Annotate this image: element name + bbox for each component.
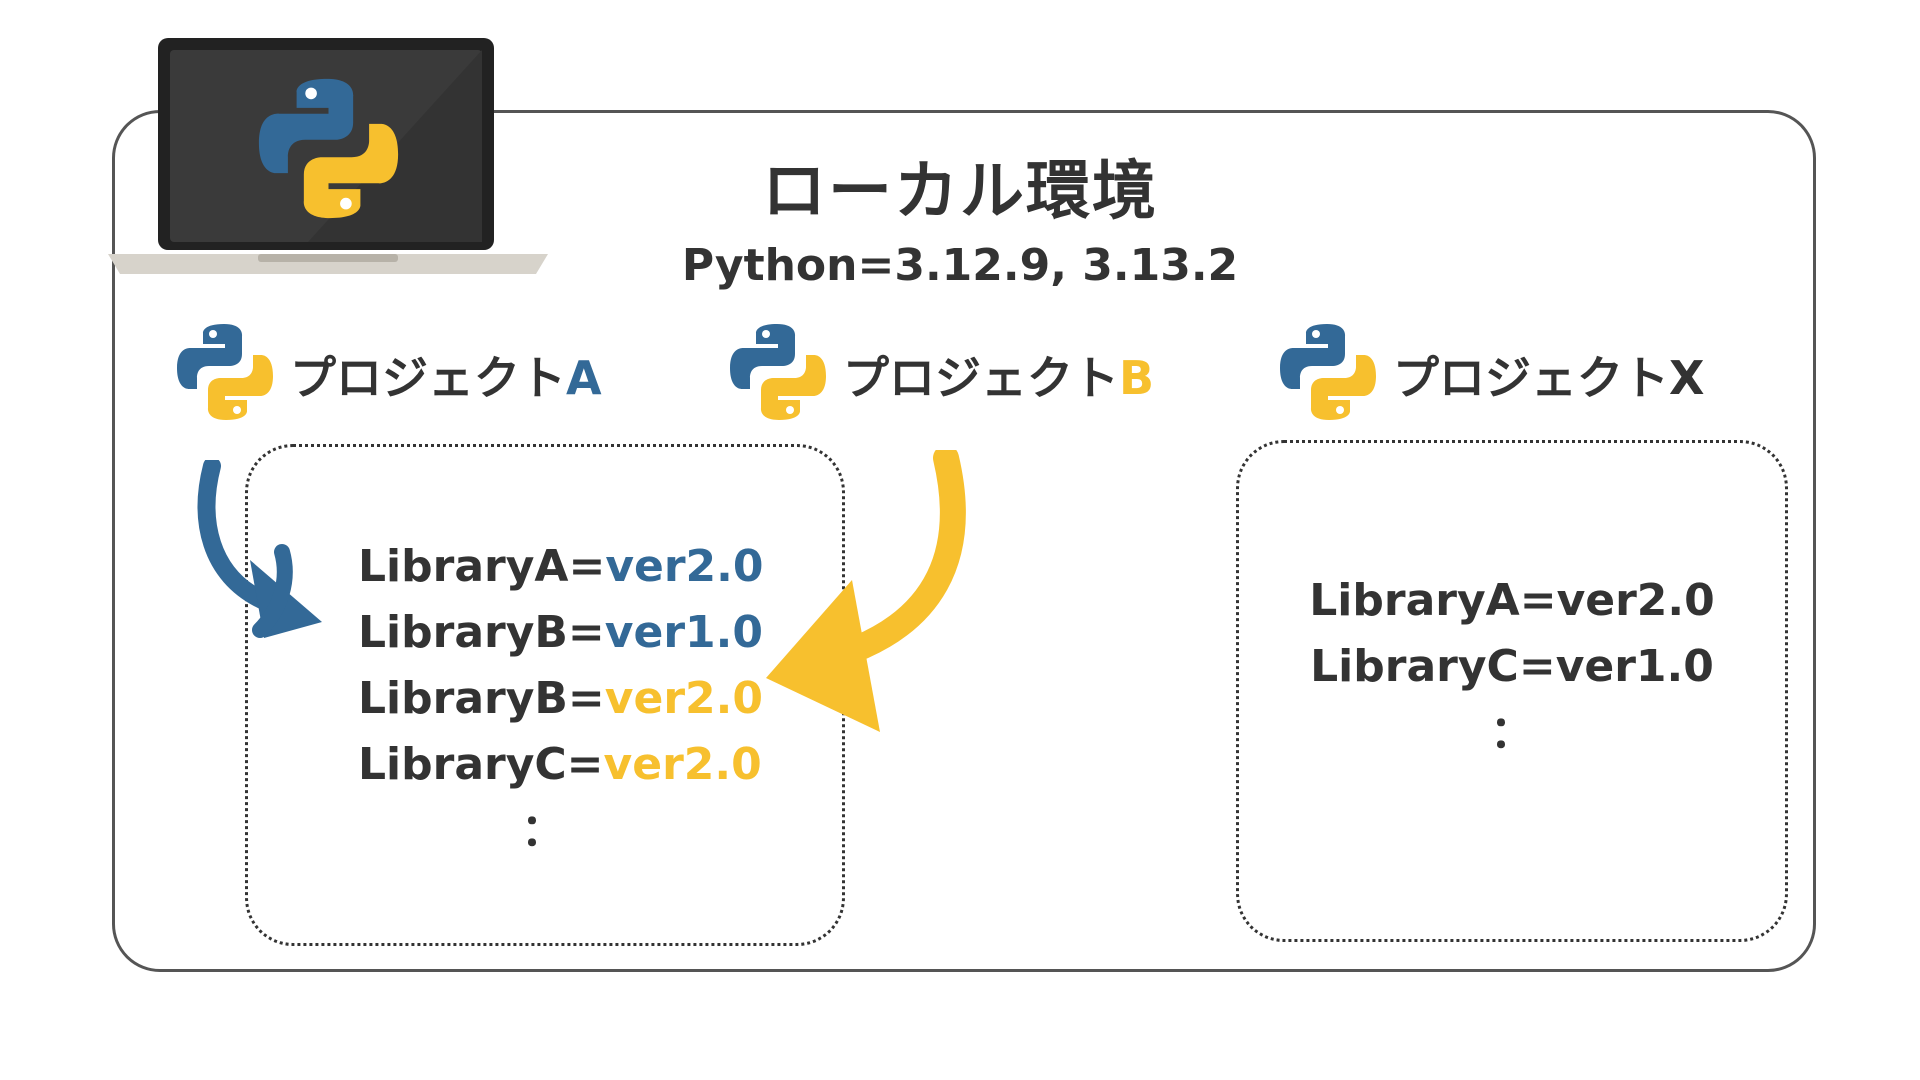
project-b-label: プロジェクトB [843, 351, 1155, 405]
list-item: LibraryA=ver2.0 [358, 541, 764, 592]
list-item: LibraryB=ver2.0 [358, 673, 763, 724]
list-item: LibraryC=ver2.0 [358, 739, 762, 790]
python-logo-icon [1280, 324, 1376, 420]
arrow-yellow-icon [766, 450, 966, 732]
ellipsis: ： [521, 805, 565, 856]
list-item: LibraryC=ver1.0 [1310, 641, 1714, 692]
ellipsis: ： [1490, 707, 1534, 758]
project-x-library-box [1236, 440, 1788, 942]
laptop-icon [108, 38, 548, 274]
shared-library-list: LibraryA=ver2.0 LibraryB=ver1.0 LibraryB… [358, 534, 763, 864]
arrow-blue-icon [197, 460, 322, 638]
python-logo-icon [177, 324, 273, 420]
python-logo-icon [258, 78, 399, 219]
page-title: ローカル環境 [762, 155, 1158, 229]
list-item: LibraryA=ver2.0 [1309, 575, 1715, 626]
python-versions: Python=3.12.9, 3.13.2 [681, 240, 1239, 291]
project-a-label: プロジェクトA [290, 351, 602, 405]
python-logo-icon [730, 324, 826, 420]
local-environment-box [112, 110, 1816, 972]
list-item: LibraryB=ver1.0 [358, 607, 763, 658]
project-x-label: プロジェクトX [1393, 351, 1705, 405]
project-x-library-list: LibraryA=ver2.0 LibraryC=ver1.0 ： [1236, 568, 1788, 766]
